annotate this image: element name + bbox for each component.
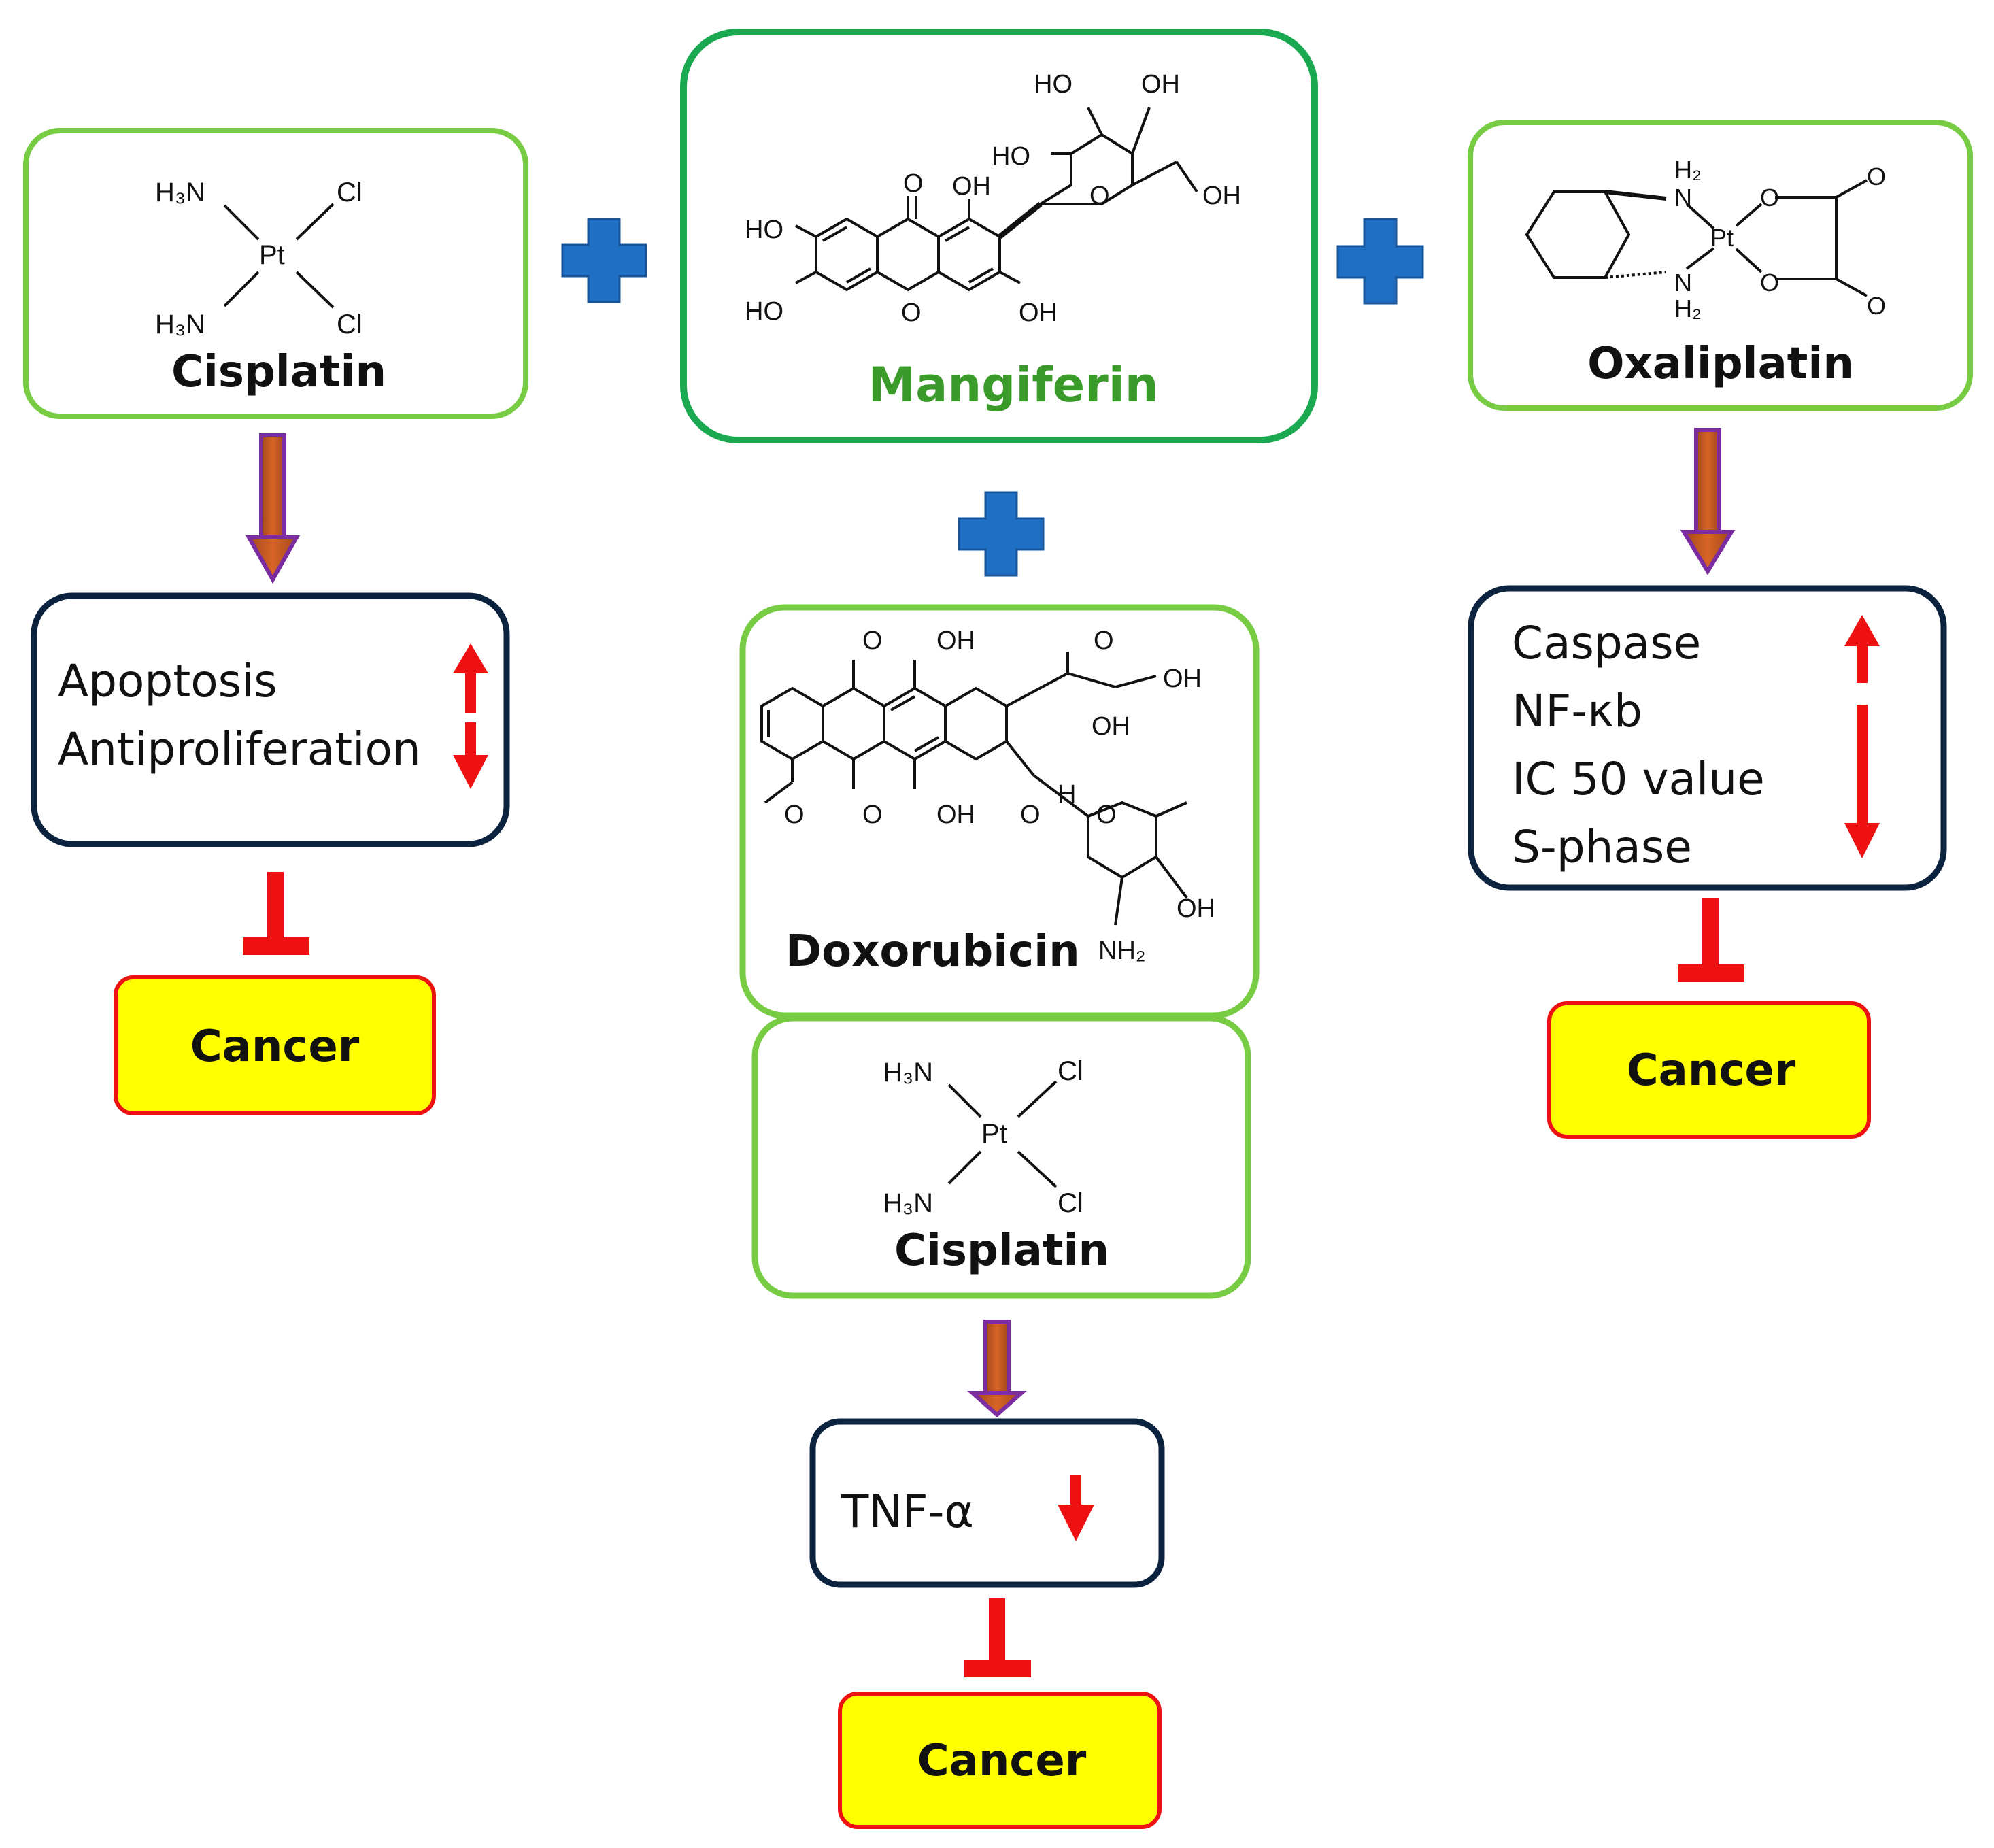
effect-left-antiproliferation: Antiproliferation bbox=[58, 723, 421, 775]
doxorubicin-o-5: O bbox=[1096, 801, 1117, 829]
arrow-center bbox=[967, 1320, 1027, 1418]
doxorubicin-oh-3: OH bbox=[1092, 712, 1130, 741]
inhibit-symbol-left bbox=[243, 872, 309, 955]
mangiferin-oh-4: OH bbox=[1202, 182, 1241, 210]
cancer-center-label: Cancer bbox=[917, 1736, 1087, 1786]
mangiferin-name: Mangiferin bbox=[868, 357, 1158, 413]
doxorubicin-structure bbox=[760, 652, 1188, 926]
down-arrow-icon bbox=[1058, 1475, 1094, 1541]
oxaliplatin-o-1: O bbox=[1760, 184, 1779, 212]
mangiferin-o-ring: O bbox=[901, 299, 922, 327]
cisplatin-left-nh3-bottom: H₃N bbox=[155, 309, 205, 339]
doxorubicin-h: H bbox=[1058, 780, 1076, 809]
cisplatin-left-box: H₃N Cl Pt H₃N Cl Cisplatin bbox=[23, 128, 528, 419]
up-arrow-icon bbox=[453, 643, 488, 713]
effect-right-nfkb: NF-κb bbox=[1512, 685, 1642, 737]
doxorubicin-oh-2: OH bbox=[1163, 665, 1202, 693]
plus-icon bbox=[561, 218, 647, 303]
cisplatin-center-nh3-bottom: H₃N bbox=[883, 1188, 933, 1218]
arrow-right bbox=[1680, 428, 1736, 575]
effect-box-center: TNF-α bbox=[809, 1418, 1165, 1588]
cancer-box-right: Cancer bbox=[1547, 1001, 1871, 1139]
oxaliplatin-pt: Pt bbox=[1710, 224, 1734, 252]
mangiferin-ho-2: HO bbox=[745, 297, 783, 326]
cisplatin-center-box: H₃N Cl Pt H₃N Cl Cisplatin bbox=[751, 1015, 1251, 1299]
effect-box-left: Apoptosis Antiproliferation bbox=[31, 592, 510, 847]
cisplatin-center-structure: H₃N Cl Pt H₃N Cl bbox=[883, 1056, 1083, 1218]
plus-icon bbox=[1336, 218, 1424, 305]
mangiferin-box: HO HO O OH O OH HO O HO OH OH Mangiferin bbox=[680, 29, 1318, 443]
cancer-left-label: Cancer bbox=[190, 1022, 360, 1072]
cancer-right-label: Cancer bbox=[1627, 1045, 1796, 1096]
oxaliplatin-n-bottom: N bbox=[1674, 269, 1692, 297]
cisplatin-center-name: Cisplatin bbox=[894, 1226, 1109, 1276]
mangiferin-o-sugar: O bbox=[1089, 182, 1110, 210]
mangiferin-ho-1: HO bbox=[745, 216, 783, 244]
up-arrow-icon bbox=[1844, 615, 1880, 683]
cancer-box-left: Cancer bbox=[114, 975, 436, 1115]
mangiferin-oh-1: OH bbox=[952, 172, 991, 201]
effect-right-s-phase: S-phase bbox=[1512, 821, 1692, 873]
cisplatin-center-cl-top: Cl bbox=[1058, 1056, 1083, 1086]
doxorubicin-o-4: O bbox=[1020, 801, 1041, 829]
cisplatin-center-nh3-top: H₃N bbox=[883, 1058, 933, 1088]
mangiferin-oh-3: OH bbox=[1141, 70, 1180, 99]
plus-icon bbox=[958, 491, 1045, 577]
doxorubicin-o-1: O bbox=[862, 626, 883, 655]
mangiferin-oh-2: OH bbox=[1019, 299, 1058, 327]
mangiferin-o-ketone: O bbox=[903, 169, 924, 198]
oxaliplatin-name: Oxaliplatin bbox=[1587, 339, 1854, 389]
down-arrow-icon bbox=[1844, 705, 1880, 858]
oxaliplatin-h2-bottom: H₂ bbox=[1674, 295, 1702, 322]
effect-left-apoptosis: Apoptosis bbox=[58, 655, 277, 707]
doxorubicin-name: Doxorubicin bbox=[785, 926, 1080, 977]
doxorubicin-o-methoxy: O bbox=[784, 801, 805, 829]
oxaliplatin-o-4: O bbox=[1867, 292, 1886, 320]
inhibit-symbol-right bbox=[1678, 898, 1744, 982]
mangiferin-ho-3: HO bbox=[992, 142, 1030, 171]
cisplatin-left-structure: H₃N Cl Pt H₃N Cl bbox=[155, 178, 362, 339]
doxorubicin-oh-5: OH bbox=[1177, 894, 1215, 923]
cisplatin-left-nh3-top: H₃N bbox=[155, 178, 205, 207]
effect-right-caspase: Caspase bbox=[1512, 617, 1701, 669]
effect-box-right: Caspase NF-κb IC 50 value S-phase bbox=[1468, 585, 1947, 891]
oxaliplatin-h2-top: H₂ bbox=[1674, 156, 1702, 184]
cisplatin-left-cl-bottom: Cl bbox=[337, 309, 362, 339]
mangiferin-structure bbox=[795, 107, 1198, 292]
effect-right-ic50: IC 50 value bbox=[1512, 753, 1765, 805]
cisplatin-center-pt: Pt bbox=[981, 1119, 1007, 1149]
cisplatin-left-pt: Pt bbox=[259, 240, 285, 270]
doxorubicin-box: O OH O OH OH O OH O H O O OH NH₂ Doxorub… bbox=[739, 604, 1260, 1019]
oxaliplatin-o-2: O bbox=[1867, 163, 1886, 190]
cisplatin-center-cl-bottom: Cl bbox=[1058, 1188, 1083, 1218]
cisplatin-left-name: Cisplatin bbox=[171, 347, 386, 397]
effect-center-tnf-alpha: TNF-α bbox=[841, 1485, 974, 1538]
down-arrow-icon bbox=[453, 722, 488, 789]
doxorubicin-nh2: NH₂ bbox=[1098, 937, 1146, 965]
cisplatin-left-cl-top: Cl bbox=[337, 178, 362, 207]
oxaliplatin-box: H₂ N Pt O O O O N H₂ Oxaliplatin bbox=[1468, 120, 1973, 411]
oxaliplatin-o-3: O bbox=[1760, 269, 1779, 297]
doxorubicin-oh-1: OH bbox=[936, 626, 975, 655]
doxorubicin-oh-4: OH bbox=[936, 801, 975, 829]
oxaliplatin-n-top: N bbox=[1674, 184, 1692, 212]
inhibit-symbol-center bbox=[964, 1598, 1031, 1677]
mangiferin-ho-4: HO bbox=[1034, 70, 1072, 99]
arrow-left bbox=[245, 433, 301, 584]
oxaliplatin-structure bbox=[1525, 179, 1868, 297]
cancer-box-center: Cancer bbox=[838, 1692, 1162, 1829]
doxorubicin-o-3: O bbox=[862, 801, 883, 829]
doxorubicin-o-2: O bbox=[1094, 626, 1114, 655]
